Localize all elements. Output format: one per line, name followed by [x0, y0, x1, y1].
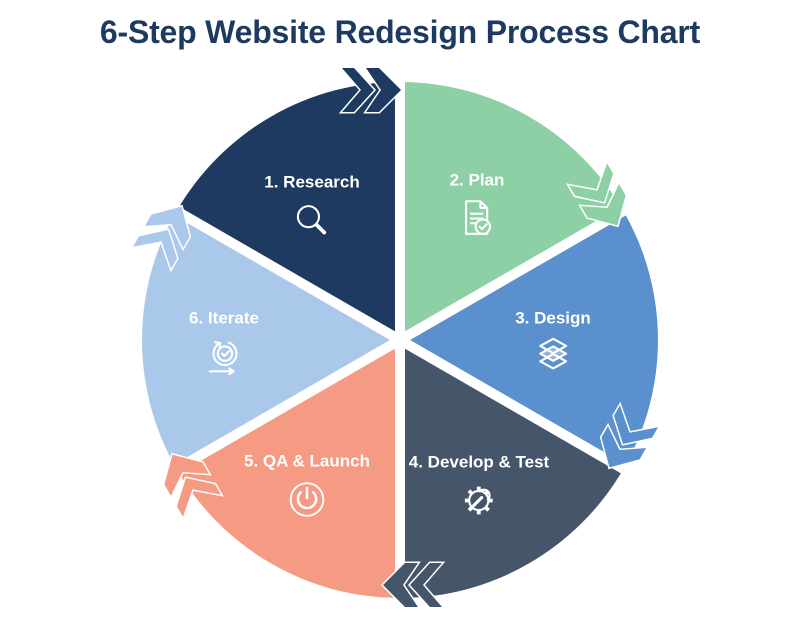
- arrow-head: [599, 422, 649, 470]
- wedge-design: [400, 211, 658, 469]
- flow-arrows: [130, 66, 661, 609]
- arrow-band: [338, 66, 377, 114]
- arrow-develop-to-qa: [380, 561, 446, 609]
- arrow-band: [566, 159, 615, 204]
- divider-line: [397, 335, 630, 476]
- step-label-qa-launch: 5. QA & Launch: [244, 452, 370, 523]
- step-title: 1. Research: [264, 172, 360, 192]
- divider-lines: [170, 78, 630, 602]
- wedges: [142, 82, 658, 598]
- arrow-band: [407, 561, 446, 609]
- divider-line: [170, 335, 403, 476]
- layers-icon: [539, 337, 567, 370]
- divider-line: [170, 204, 403, 345]
- step-label-design: 3. Design: [515, 309, 591, 380]
- gear-wrench-icon: [465, 486, 493, 515]
- step-title: 4. Develop & Test: [408, 452, 550, 472]
- arrow-head: [162, 452, 212, 500]
- power-icon: [289, 482, 325, 517]
- step-title: 6. Iterate: [189, 308, 259, 328]
- arrow-band: [612, 401, 661, 446]
- step-title: 5. QA & Launch: [244, 451, 370, 471]
- arrow-iterate-to-research: [130, 204, 192, 273]
- wedge-iterate: [142, 211, 401, 469]
- arrow-plan-to-design: [566, 159, 628, 228]
- arrow-band: [175, 476, 224, 521]
- arrow-band: [130, 228, 179, 273]
- step-label-develop-test: 4. Develop & Test: [409, 453, 549, 524]
- wedge-plan: [400, 82, 624, 340]
- arrow-head: [578, 180, 628, 228]
- loop-check-icon: [208, 341, 238, 376]
- arrow-head: [142, 204, 192, 252]
- step-title: 2. Plan: [449, 170, 505, 190]
- step-label-research: 1. Research: [264, 172, 360, 244]
- step-title: 3. Design: [515, 308, 591, 328]
- divider-line: [397, 204, 630, 345]
- step-label-plan: 2. Plan: [449, 170, 505, 242]
- wedge-qa-launch: [176, 340, 400, 598]
- document-check-icon: [465, 200, 492, 235]
- wedge-develop-test: [400, 340, 624, 598]
- magnifier-icon: [296, 205, 326, 235]
- arrow-head: [380, 561, 421, 609]
- arrow-head: [363, 66, 404, 114]
- arrow-qa-to-iterate: [162, 452, 224, 521]
- arrow-design-to-develop: [599, 401, 661, 470]
- arrow-research-to-plan: [338, 66, 404, 114]
- step-label-iterate: 6. Iterate: [189, 309, 259, 380]
- wedge-research: [176, 82, 400, 340]
- page-title: 6-Step Website Redesign Process Chart: [99, 14, 701, 50]
